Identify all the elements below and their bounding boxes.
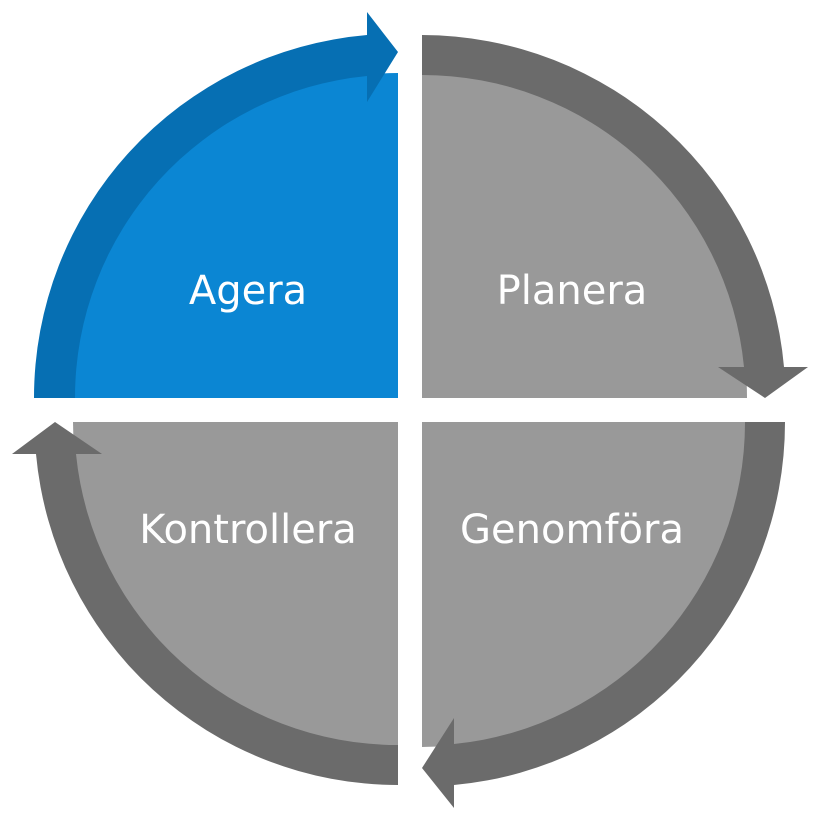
quadrant-label-planera: Planera	[497, 268, 648, 314]
quadrant-kontrollera[interactable]	[12, 422, 398, 785]
quadrant-genomfora-fill	[422, 422, 747, 747]
quadrant-genomfora[interactable]	[422, 422, 786, 808]
quadrant-planera-fill	[422, 73, 747, 398]
quadrant-agera-fill	[73, 73, 398, 398]
arrow-genomfora	[422, 422, 786, 808]
quadrant-agera[interactable]	[33, 12, 399, 398]
arrow-kontrollera	[12, 422, 398, 785]
quadrant-label-kontrollera: Kontrollera	[139, 507, 357, 553]
quadrant-label-agera: Agera	[189, 268, 307, 314]
quadrant-planera[interactable]	[422, 35, 808, 398]
arrow-agera	[33, 12, 399, 398]
quadrant-kontrollera-fill	[73, 422, 398, 747]
arrow-planera	[422, 35, 808, 398]
quadrant-label-genomfora: Genomföra	[460, 507, 684, 553]
